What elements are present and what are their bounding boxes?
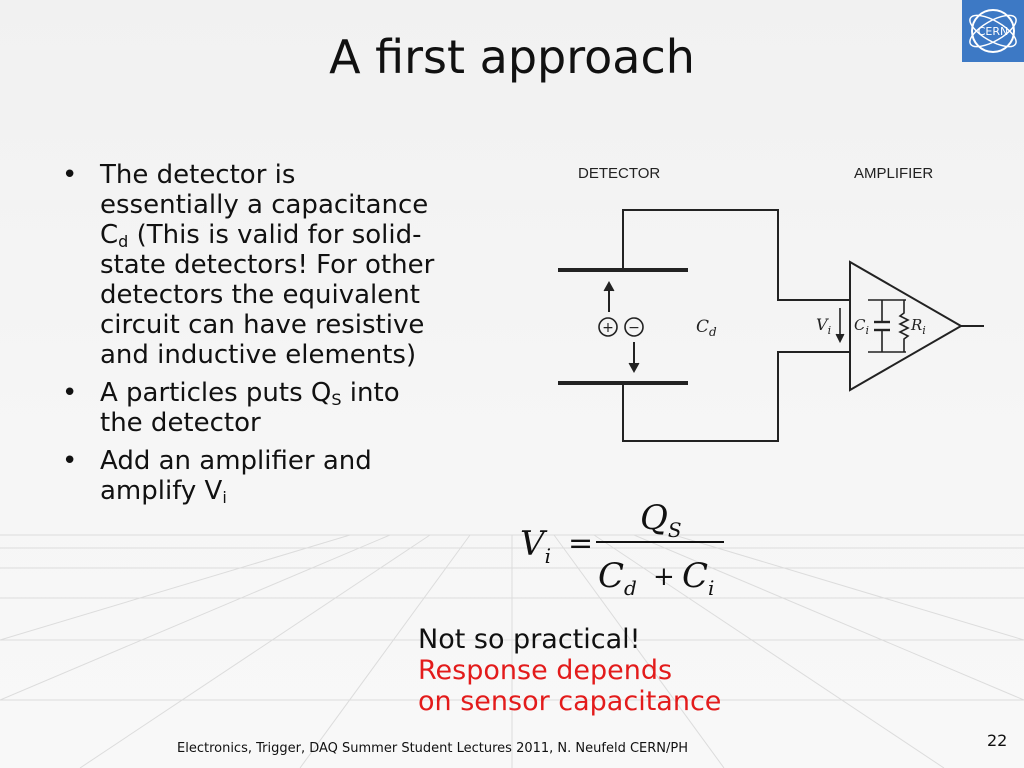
detector-amplifier-circuit: DETECTOR AMPLIFIER + − Cd Vi Ci Ri [558,165,984,442]
bullet-subscript: i [222,488,227,507]
amplifier-label: AMPLIFIER [854,165,933,182]
page-number: 22 [987,731,1008,750]
ri-label: Ri [910,316,926,337]
positive-charge [598,317,618,337]
note-block: Not so practical! Response depends on se… [418,624,721,717]
bullet-dot: • [62,160,78,190]
bullet-dot: • [62,378,78,408]
note-line-2: Response depends [418,655,673,686]
negative-charge [624,317,644,337]
voltage-formula: Vi = QS Cd + Ci [520,498,724,600]
formula-ci: Ci [682,556,714,600]
formula-numerator: QS [640,498,682,542]
bullet-dot: • [62,446,78,476]
bullet-subscript: S [331,390,342,409]
formula-vi: Vi [520,524,551,568]
ri-resistor [898,300,910,352]
bullet-text: A particles puts Q [100,378,332,408]
footer-text: Electronics, Trigger, DAQ Summer Student… [177,741,688,756]
detector-label: DETECTOR [578,165,660,182]
bullet-text: Add an amplifier and amplify V [100,446,372,506]
bullet-item: • A particles puts QS into the detector [58,378,438,438]
bullet-text: into the detector [100,378,400,438]
amplifier-triangle [849,260,964,392]
note-line-3: on sensor capacitance [418,686,722,717]
bullet-text: The detector is essentially a capacitanc… [100,160,429,250]
formula-equals: = [568,526,593,561]
cern-logo-text: CERN [978,25,1009,38]
bullet-item: • The detector is essentially a capacitan… [58,160,438,370]
bullet-text: (This is valid for solid-state detectors… [100,220,435,370]
top-wire [622,209,850,301]
ci-label: Ci [854,316,869,337]
bullet-list: • The detector is essentially a capacitan… [58,160,438,514]
vi-label: Vi [816,315,831,337]
slide-title: A first approach [329,30,695,84]
bullet-subscript: d [118,232,129,251]
bottom-wire [622,351,850,442]
formula-plus: + [653,562,675,592]
formula-cd: Cd [598,556,637,600]
cd-label: Cd [696,317,717,339]
bullet-item: • Add an amplifier and amplify Vi [58,446,438,506]
note-line-1: Not so practical! [418,624,641,655]
minus-sign: − [628,320,640,336]
cern-logo: CERN [962,0,1024,62]
plus-sign: + [602,320,614,336]
